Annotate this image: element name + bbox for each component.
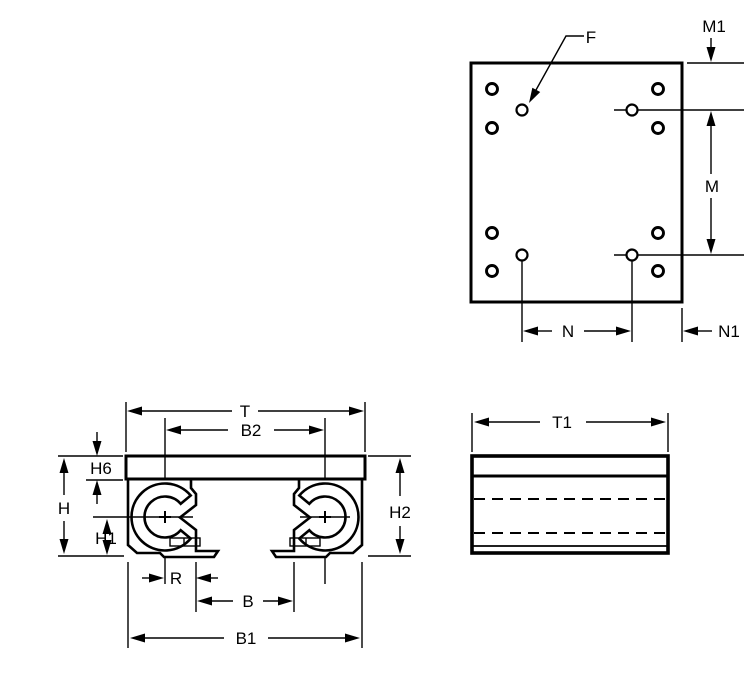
dim-t1: T1 — [474, 413, 666, 432]
dim-label-h2: H2 — [389, 503, 411, 522]
dim-label-f: F — [586, 28, 596, 47]
arrowhead — [92, 441, 102, 456]
dim-label-m1: M1 — [702, 17, 726, 36]
mounting-hole — [485, 121, 499, 135]
center-mark — [159, 511, 331, 523]
dim-h: H — [58, 458, 70, 554]
arrowhead — [278, 596, 293, 606]
arrowhead — [59, 539, 69, 554]
arrowhead — [345, 633, 360, 643]
dim-h6: H6 — [90, 432, 112, 504]
arrowhead — [706, 111, 716, 126]
mounting-hole — [651, 226, 665, 240]
dim-label-h1: H1 — [95, 529, 117, 548]
mounting-hole — [485, 226, 499, 240]
top-plate-outline — [124, 454, 367, 481]
dim-m: M — [705, 111, 719, 254]
dim-b2: B2 — [166, 421, 324, 440]
arrowhead — [309, 425, 324, 435]
dim-r: R — [142, 569, 218, 588]
dim-label-n1: N1 — [718, 322, 740, 341]
mounting-hole — [651, 264, 665, 278]
plate-outline — [469, 61, 684, 304]
arrowhead — [59, 458, 69, 473]
arrowhead — [127, 406, 142, 416]
dim-label-m: M — [705, 177, 719, 196]
arrowhead — [683, 326, 698, 336]
mounting-hole — [485, 264, 499, 278]
center-hole — [515, 248, 529, 262]
dim-label-t: T — [240, 402, 250, 421]
dim-b: B — [197, 592, 293, 611]
leader-f: F — [525, 28, 596, 106]
dim-label-t1: T1 — [552, 413, 572, 432]
dim-t: T — [127, 402, 364, 421]
arrowhead — [166, 425, 181, 435]
arrowhead — [130, 633, 145, 643]
arrowhead — [616, 326, 631, 336]
dim-b1: B1 — [130, 629, 360, 648]
dim-h1: H1 — [95, 519, 117, 555]
dim-m1: M1 — [702, 17, 726, 62]
arrowhead — [525, 87, 541, 106]
arrowhead — [706, 239, 716, 254]
arrowhead — [395, 458, 405, 473]
arrowhead — [706, 47, 716, 62]
top-view: F M1 M N N1 — [469, 17, 744, 342]
mounting-hole — [651, 121, 665, 135]
dim-label-b2: B2 — [241, 421, 262, 440]
arrowhead — [395, 539, 405, 554]
mounting-hole — [651, 82, 665, 96]
side-view: T1 — [470, 413, 670, 555]
dim-label-h6: H6 — [90, 459, 112, 478]
dim-label-h: H — [58, 499, 70, 518]
arrowhead — [196, 573, 211, 583]
center-hole — [625, 248, 639, 262]
dim-label-b1: B1 — [236, 629, 257, 648]
right-bearing-housing — [270, 477, 364, 559]
front-view: T B2 H6 H — [58, 402, 411, 648]
mounting-hole — [485, 82, 499, 96]
rail-outline — [470, 454, 670, 555]
dim-label-n: N — [562, 322, 574, 341]
arrowhead — [149, 573, 164, 583]
dim-label-b: B — [242, 592, 253, 611]
dim-n1: N1 — [683, 322, 740, 341]
center-hole — [625, 103, 639, 117]
arrowhead — [92, 480, 102, 495]
arrowhead — [474, 417, 489, 427]
center-hole-f — [515, 103, 529, 117]
arrowhead — [349, 406, 364, 416]
arrowhead — [523, 326, 538, 336]
dim-n: N — [523, 322, 631, 341]
dim-label-r: R — [170, 569, 182, 588]
arrowhead — [651, 417, 666, 427]
arrowhead — [197, 596, 212, 606]
left-bearing-housing — [126, 477, 220, 559]
dim-h2: H2 — [389, 458, 411, 554]
